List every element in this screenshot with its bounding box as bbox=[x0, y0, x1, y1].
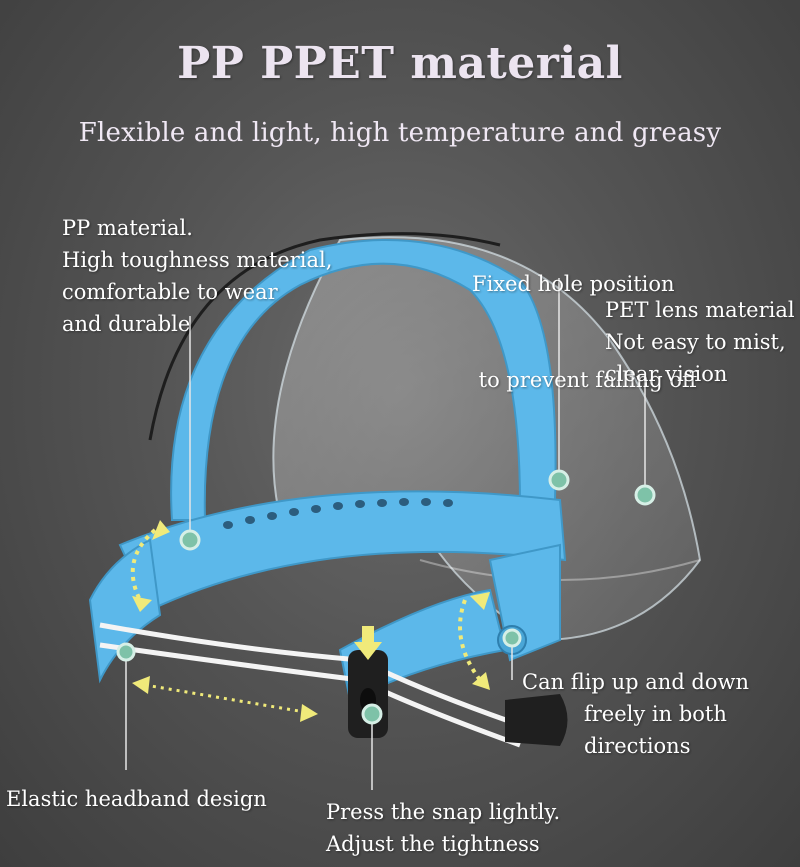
callout-pp-material: PP material. High toughness material, co… bbox=[62, 216, 333, 336]
page-title: PP PPET material bbox=[177, 38, 623, 89]
top-wire bbox=[148, 232, 501, 441]
headband-band bbox=[118, 490, 567, 612]
callout-flip: Can flip up and down freely in both dire… bbox=[522, 670, 750, 758]
callout-elastic: Elastic headband design bbox=[6, 787, 267, 811]
press-arrow bbox=[354, 626, 382, 660]
callout-dots bbox=[116, 469, 656, 725]
callout-fixed-hole: Fixed hole position to prevent falling o… bbox=[472, 272, 697, 392]
callout-snap: Press the snap lightly. Adjust the tight… bbox=[326, 800, 561, 856]
stretch-arrow bbox=[132, 676, 318, 722]
callout-pet-lens: PET lens material Not easy to mist, clea… bbox=[605, 298, 795, 386]
page-subtitle: Flexible and light, high temperature and… bbox=[78, 118, 722, 148]
cord-stopper bbox=[505, 694, 568, 746]
rotation-arrow-left bbox=[130, 528, 482, 682]
